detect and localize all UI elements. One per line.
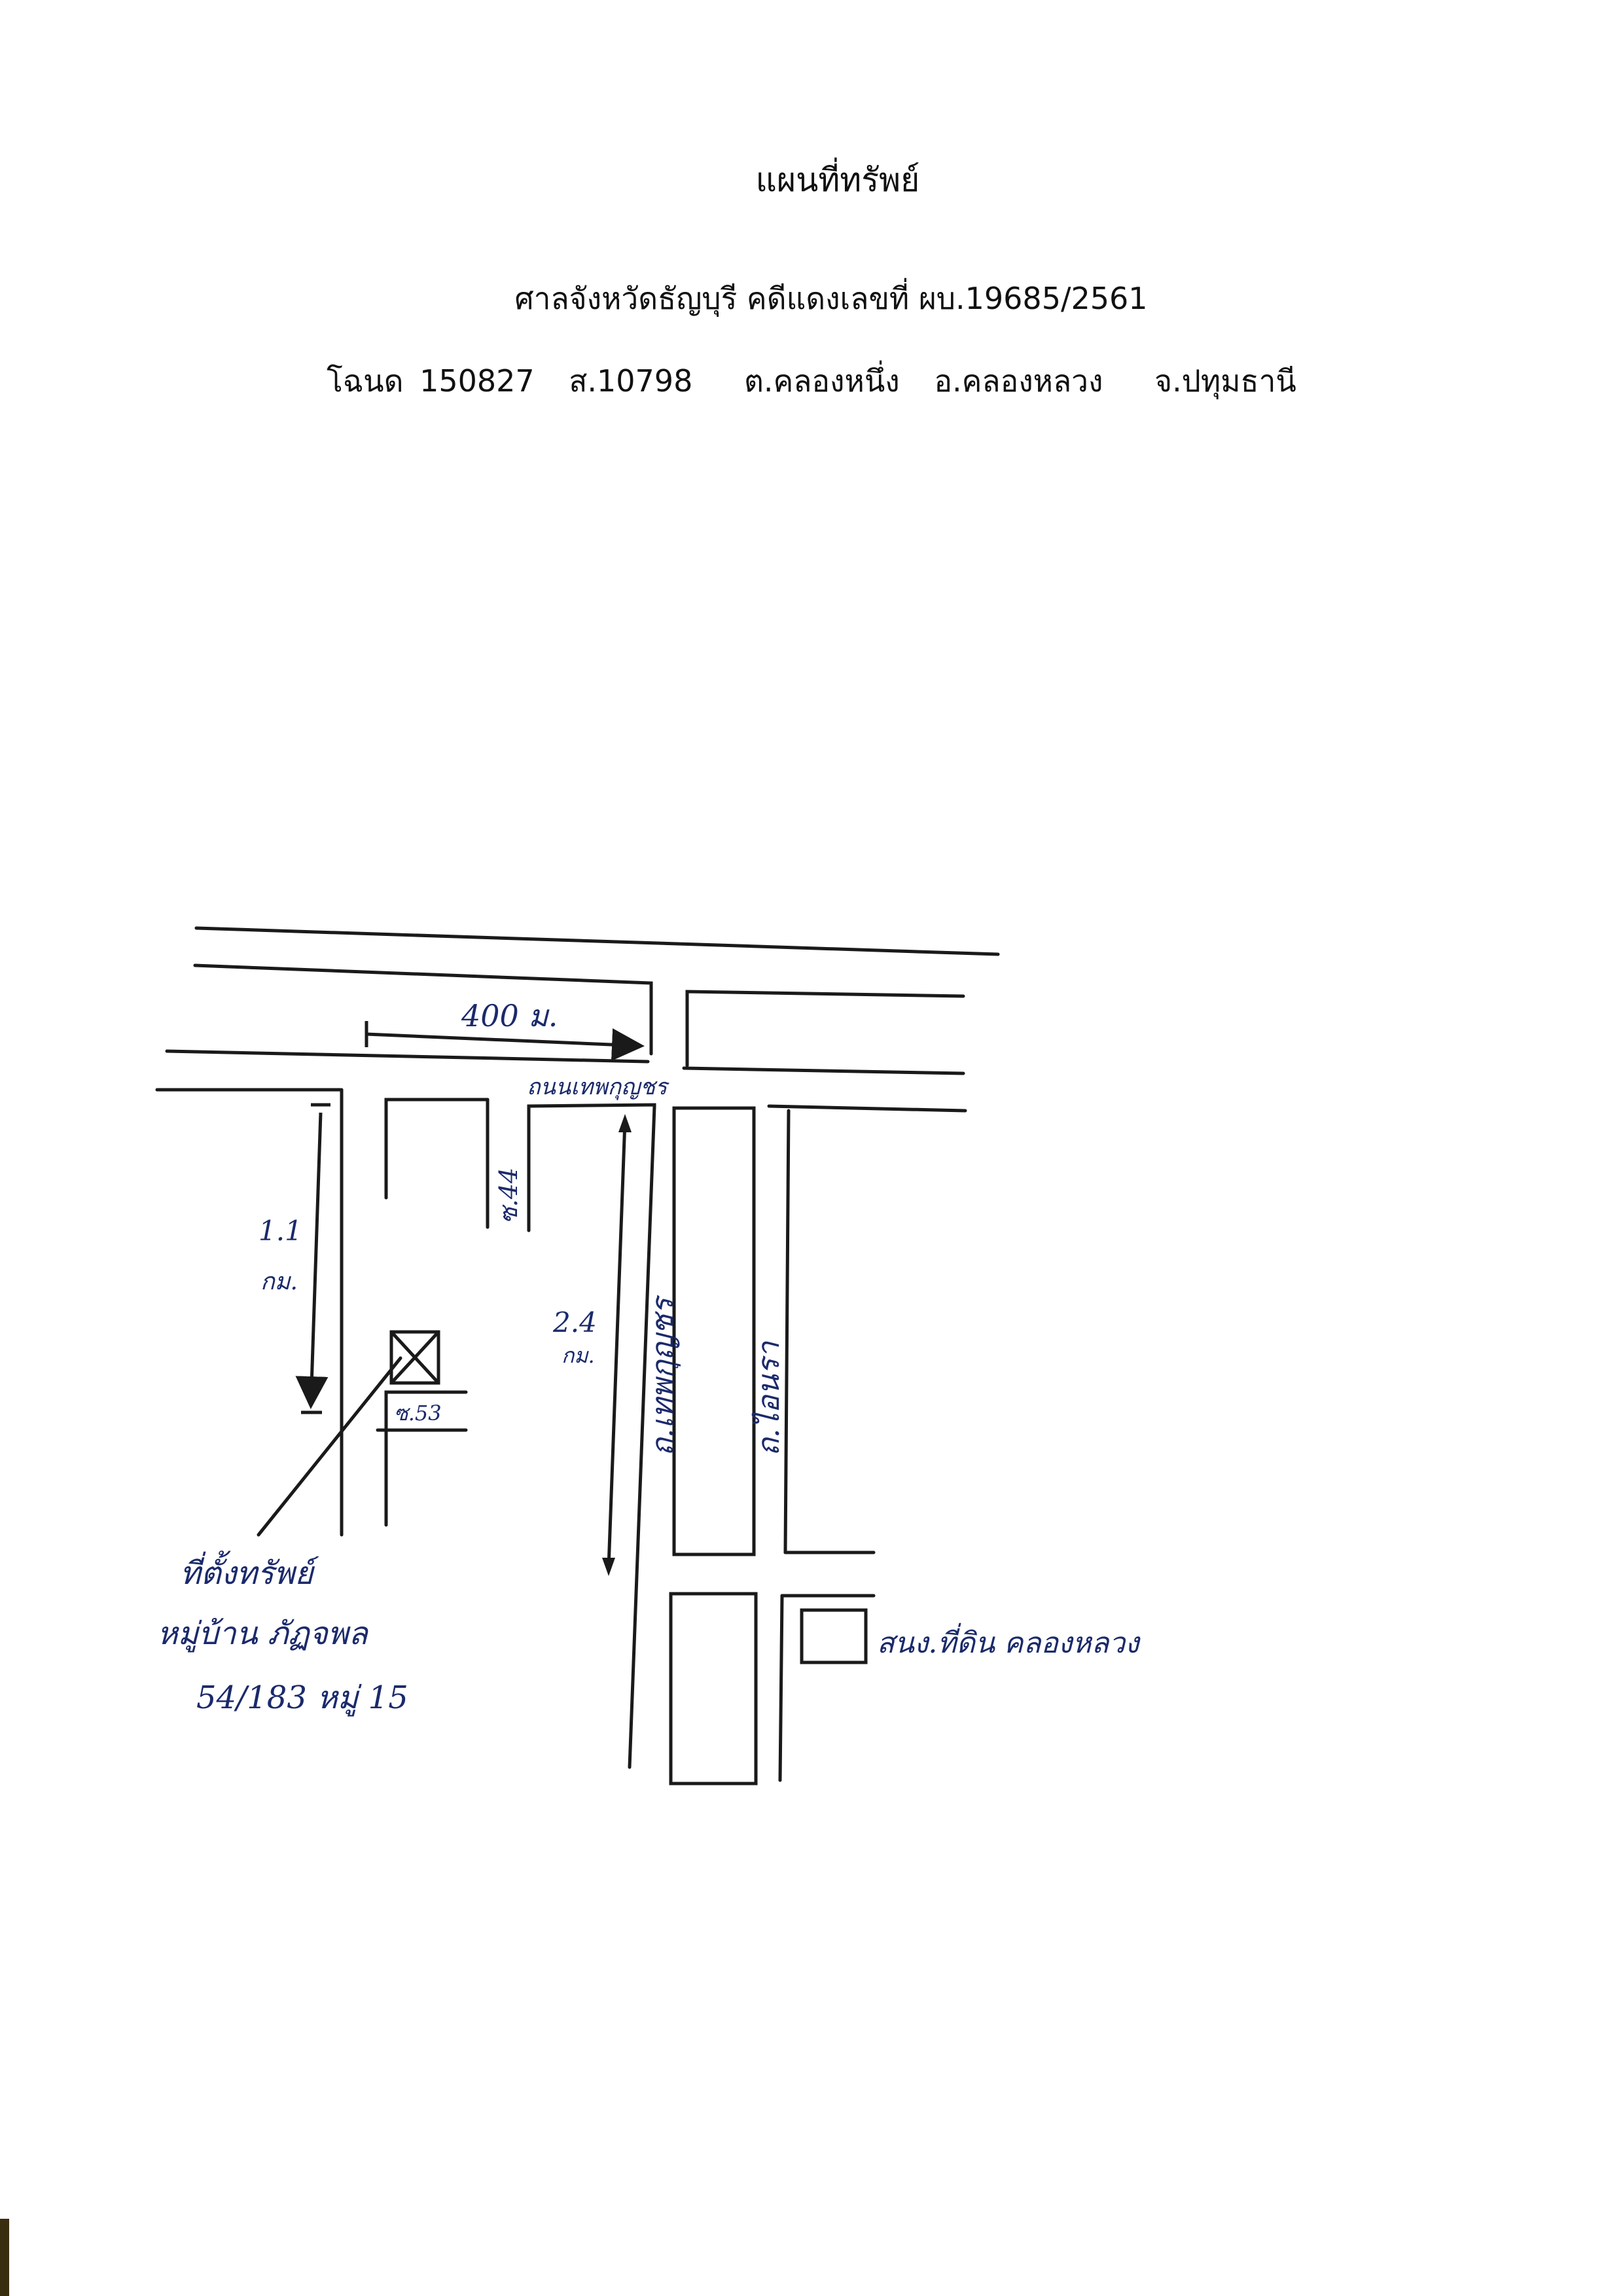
soi-53-label: ซ.53	[394, 1401, 442, 1426]
land-office-building	[800, 1608, 868, 1664]
distance-label-1-1-unit: กม.	[260, 1268, 298, 1295]
village-name-label: หมู่บ้าน ภัฏจพล	[157, 1615, 369, 1653]
province: จ.ปทุมธานี	[1154, 363, 1296, 399]
main-road-lower-right	[682, 1066, 965, 1075]
distance-label-400m: 400 ม.	[461, 998, 558, 1033]
property-location-label: ที่ตั้งทรัพย์	[180, 1551, 319, 1592]
subdistrict: ต.คลองหนึ่ง	[743, 363, 900, 399]
district: อ.คลองหลวง	[934, 363, 1103, 399]
distance-label-1-1-value: 1.1	[259, 1215, 302, 1247]
property-marker-cross-b	[389, 1330, 440, 1385]
main-road-lower-left	[165, 1049, 650, 1064]
survey-number: ส.10798	[569, 363, 693, 399]
distance-arrow-400m	[366, 1028, 645, 1062]
soi-44-label: ซ.44	[494, 1168, 523, 1224]
other-road-left-edge	[783, 1109, 791, 1554]
property-leader-line	[257, 1356, 402, 1537]
road-edge-top	[194, 926, 1000, 956]
property-marker-box	[389, 1330, 440, 1385]
other-road-lower-left-edge	[778, 1594, 784, 1782]
distance-label-2-4-unit: กม.	[562, 1343, 595, 1368]
distance-arrow-2-4km	[607, 1120, 627, 1568]
thepkunchon-median-upper	[672, 1106, 756, 1556]
distance-arrow-1-1km	[295, 1112, 329, 1409]
distance-arrow-2-4km-head-top	[618, 1114, 632, 1132]
other-road-label: ถ.ไอนรา	[751, 1340, 786, 1456]
soi44-right-edge	[527, 1103, 656, 1232]
court-case-line: ศาลจังหวัดธัญบุรี คดีแดงเลขที่ ผบ.19685/…	[514, 281, 1148, 316]
scan-edge-mark	[0, 2219, 9, 2296]
main-road-label: ถนนเทพกุญชร	[527, 1074, 669, 1100]
document-title: แผนที่ทรัพย์	[755, 161, 920, 199]
main-road-upper-left	[193, 963, 653, 1056]
distance-arrow-2-4km-head-bottom	[602, 1558, 615, 1576]
road-edge-bottom-right	[767, 1104, 967, 1113]
house-address-label: 54/183 หมู่ 15	[196, 1679, 408, 1717]
distance-label-2-4-value: 2.4	[552, 1306, 597, 1338]
left-street-right-edge-upper	[384, 1098, 490, 1200]
thepkunchon-median-lower	[669, 1592, 758, 1785]
thepkunchon-road-label: ถ.เทพกุญชร	[645, 1295, 681, 1456]
main-road-upper-right	[685, 990, 965, 1067]
deed-info-line: โฉนด 150827 ส.10798 ต.คลองหนึ่ง อ.คลองหล…	[0, 357, 1623, 405]
land-office-label: สนง.ที่ดิน คลองหลวง	[877, 1623, 1141, 1660]
thepkunchon-left-edge	[628, 1104, 656, 1769]
deed-number: โฉนด 150827	[327, 363, 535, 399]
left-street-right-edge-lower	[384, 1390, 468, 1527]
